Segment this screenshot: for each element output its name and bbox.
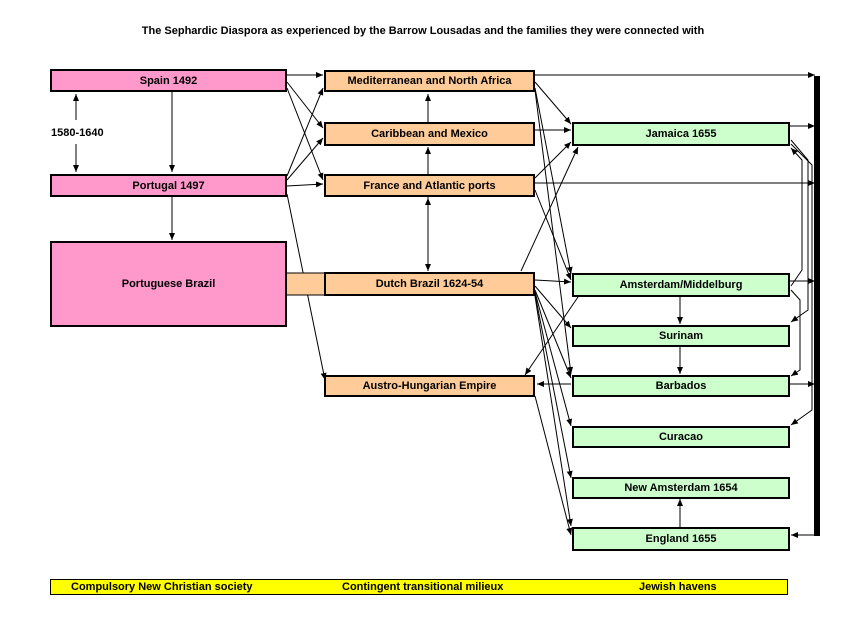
brazil-dutch-band (287, 273, 325, 295)
node-england: England 1655 (572, 527, 790, 551)
arrow-med-jamaica (534, 81, 572, 125)
arrow-jamaica-surinam (790, 139, 809, 323)
arrow-dutch-newamsterdam (534, 293, 573, 479)
node-austro-hungarian: Austro-Hungarian Empire (324, 375, 535, 397)
node-amsterdam: Amsterdam/Middelburg (572, 273, 790, 297)
node-new-amsterdam: New Amsterdam 1654 (572, 477, 790, 499)
legend-new-christian: Compulsory New Christian society (71, 581, 253, 593)
arrow-portugal-france (286, 181, 324, 188)
arrow-jamaica-curacao (790, 143, 813, 426)
arrow-spain-carib (286, 81, 324, 129)
arrow-dutch-amsterdam (534, 278, 572, 285)
arrow-france-amsterdam (534, 189, 572, 281)
node-mediterranean: Mediterranean and North Africa (324, 70, 535, 92)
node-jamaica: Jamaica 1655 (572, 122, 790, 146)
arrow-dutch-surinam (534, 285, 572, 329)
arrow-dutch-england (534, 295, 573, 527)
legend-transitional: Contingent transitional milieux (342, 581, 504, 593)
node-spain: Spain 1492 (50, 69, 287, 92)
node-dutch-brazil: Dutch Brazil 1624-54 (324, 272, 535, 296)
arrow-portugal-med (286, 87, 324, 177)
arrow-portugal-carib (286, 137, 324, 181)
node-portuguese-brazil: Portuguese Brazil (50, 241, 287, 327)
arrow-amsterdam-barbados (790, 289, 801, 377)
node-france: France and Atlantic ports (324, 174, 535, 197)
arrow-amsterdam-austro (524, 296, 579, 376)
node-surinam: Surinam (572, 325, 790, 347)
legend-jewish-havens: Jewish havens (639, 581, 717, 593)
arrow-dutch-jamaica (520, 146, 579, 272)
node-barbados: Barbados (572, 375, 790, 397)
arrow-dutch-curacao (534, 291, 573, 427)
legend-bar: Compulsory New Christian society Conting… (50, 579, 788, 595)
node-curacao: Curacao (572, 426, 790, 448)
arrow-amsterdam-jamaica (790, 147, 803, 287)
arrow-austro-england (534, 395, 573, 536)
arrow-spain-france (286, 87, 324, 181)
diagram-title: The Sephardic Diaspora as experienced by… (141, 25, 705, 37)
period-label: 1580-1640 (51, 127, 104, 139)
node-caribbean: Caribbean and Mexico (324, 122, 535, 146)
node-portugal: Portugal 1497 (50, 174, 287, 197)
arrow-france-jamaica (534, 141, 572, 179)
england-collector-bar (814, 76, 820, 536)
arrow-med-amsterdam (534, 87, 573, 275)
